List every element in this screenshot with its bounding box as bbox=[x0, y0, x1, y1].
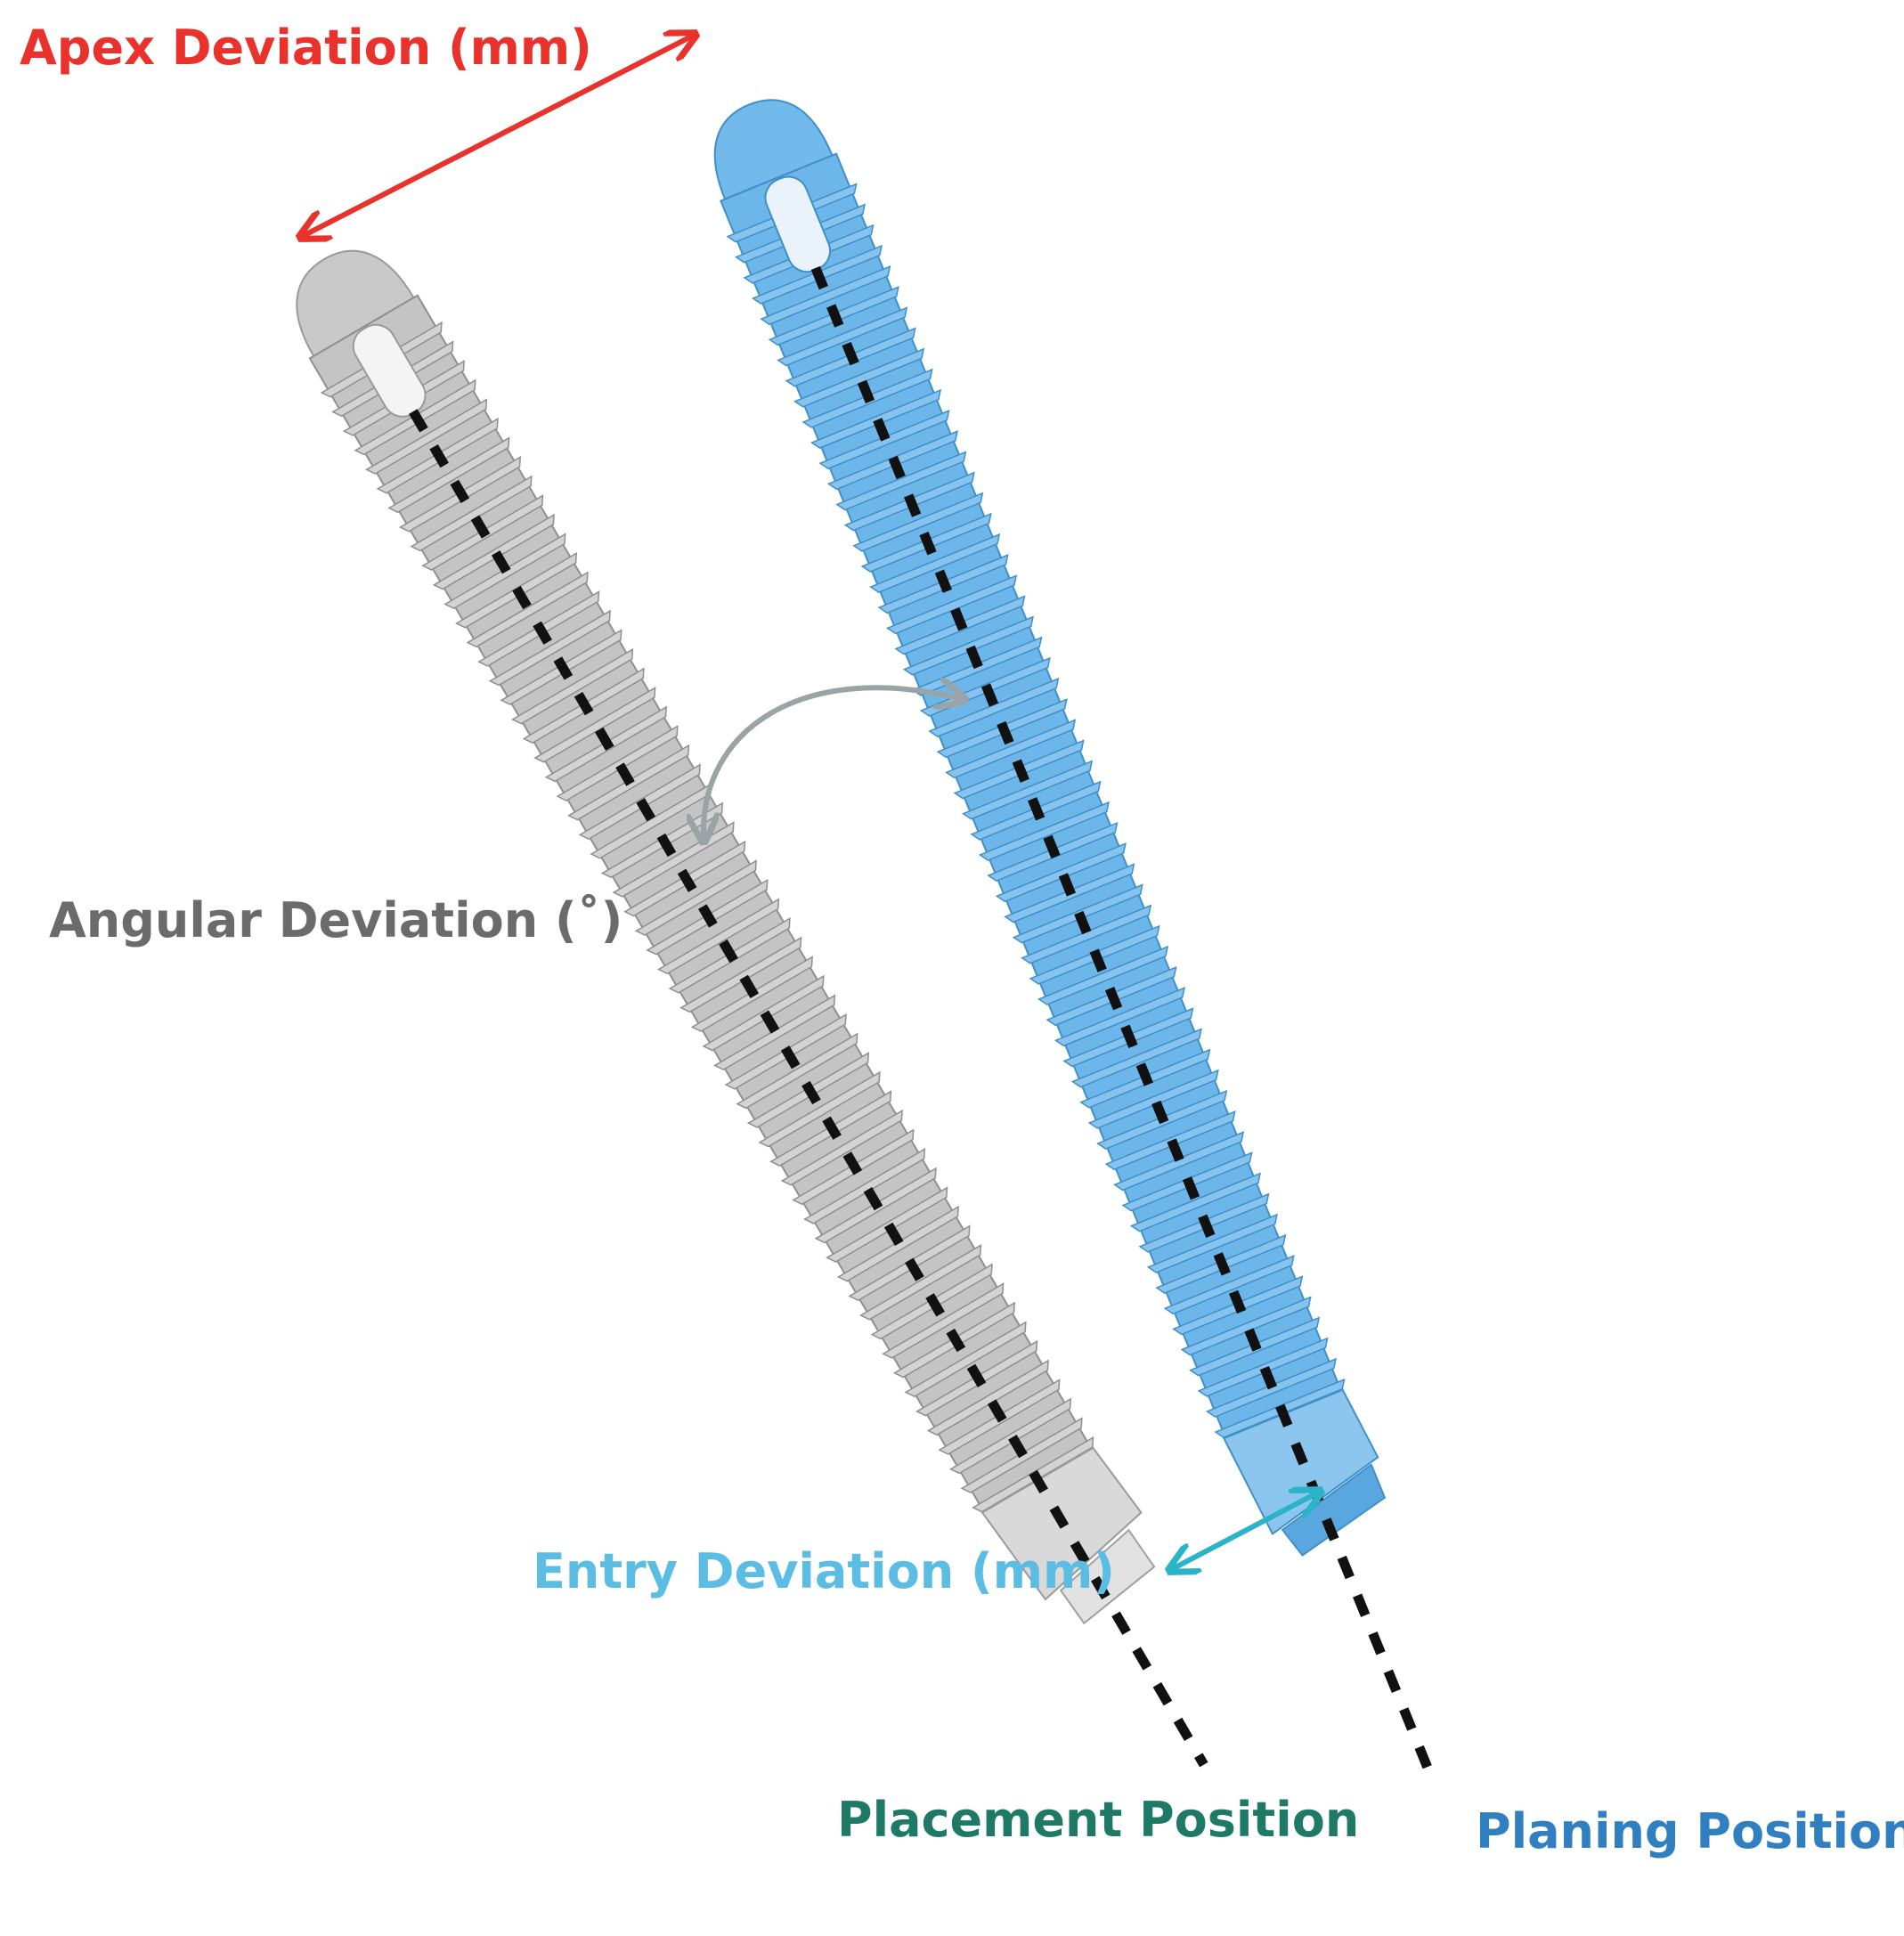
thread-ridge bbox=[780, 1109, 903, 1186]
thread-ridge bbox=[432, 513, 555, 590]
thread-ridge bbox=[978, 801, 1110, 861]
thread-ridge bbox=[948, 1397, 1072, 1475]
thread-ridge bbox=[1197, 1337, 1329, 1397]
thread-ridge bbox=[736, 1032, 858, 1110]
thread-ridge bbox=[679, 936, 802, 1013]
thread-ridge bbox=[882, 1282, 1005, 1359]
thread-ridge bbox=[1087, 1069, 1219, 1129]
thread-ridge bbox=[886, 574, 1018, 635]
entry-deviation-arrow bbox=[1172, 1493, 1318, 1569]
thread-ridge bbox=[995, 842, 1127, 903]
placement-implant bbox=[296, 249, 1208, 1768]
placement-position-label: Placement Position bbox=[837, 1792, 1360, 1848]
thread-ridge bbox=[511, 647, 634, 725]
thread-ridge bbox=[634, 859, 757, 936]
thread-ridge bbox=[836, 1205, 959, 1282]
thread-ridge bbox=[387, 436, 510, 514]
thread-ridge bbox=[1129, 1172, 1261, 1232]
thread-ridge bbox=[902, 615, 1034, 676]
placement-implant-platform bbox=[1059, 1528, 1156, 1625]
thread-ridge bbox=[835, 451, 967, 511]
thread-ridge bbox=[1070, 1028, 1202, 1088]
planing-implant bbox=[713, 99, 1436, 1779]
thread-ridge bbox=[657, 898, 780, 975]
angular-deviation-arrow bbox=[704, 687, 962, 839]
entry-deviation-label: Entry Deviation (mm) bbox=[533, 1543, 1115, 1599]
thread-ridge bbox=[760, 264, 891, 326]
thread-ridge bbox=[1037, 945, 1169, 1005]
thread-ridge bbox=[533, 687, 656, 763]
thread-ridge bbox=[713, 994, 836, 1071]
thread-ridge bbox=[1113, 1131, 1245, 1192]
thread-ridge bbox=[466, 571, 589, 648]
thread-ridge bbox=[904, 1321, 1027, 1397]
thread-ridge bbox=[556, 725, 679, 801]
thread-ridge bbox=[410, 475, 533, 552]
thread-ridge bbox=[826, 1186, 948, 1263]
apex-deviation-label: Apex Deviation (mm) bbox=[20, 20, 592, 76]
thread-ridge bbox=[777, 306, 908, 367]
thread-ridge bbox=[365, 398, 488, 475]
thread-ridge bbox=[802, 1148, 926, 1224]
apex-deviation-arrow bbox=[303, 36, 693, 236]
thread-ridge bbox=[1146, 1213, 1278, 1273]
thread-ridge bbox=[1054, 987, 1185, 1047]
placement-implant-apex bbox=[296, 249, 415, 358]
thread-ridge bbox=[852, 492, 984, 552]
thread-ridge bbox=[1180, 1296, 1312, 1356]
planing-implant-apex bbox=[713, 99, 834, 200]
thread-ridge bbox=[1021, 904, 1152, 964]
thread-ridge bbox=[1163, 1255, 1295, 1315]
thread-ridge bbox=[488, 609, 611, 687]
thread-ridge bbox=[810, 388, 942, 449]
placement-axis-line bbox=[409, 409, 1208, 1768]
thread-ridge bbox=[758, 1070, 881, 1148]
thread-ridge bbox=[869, 533, 1001, 593]
planing-position-label: Planing Position bbox=[1476, 1803, 1904, 1859]
thread-ridge bbox=[926, 1359, 1049, 1436]
thread-ridge bbox=[1104, 1110, 1236, 1171]
thread-ridge bbox=[793, 347, 925, 408]
thread-ridge bbox=[859, 1243, 982, 1321]
angular-deviation-label: Angular Deviation (˚) bbox=[49, 892, 623, 948]
